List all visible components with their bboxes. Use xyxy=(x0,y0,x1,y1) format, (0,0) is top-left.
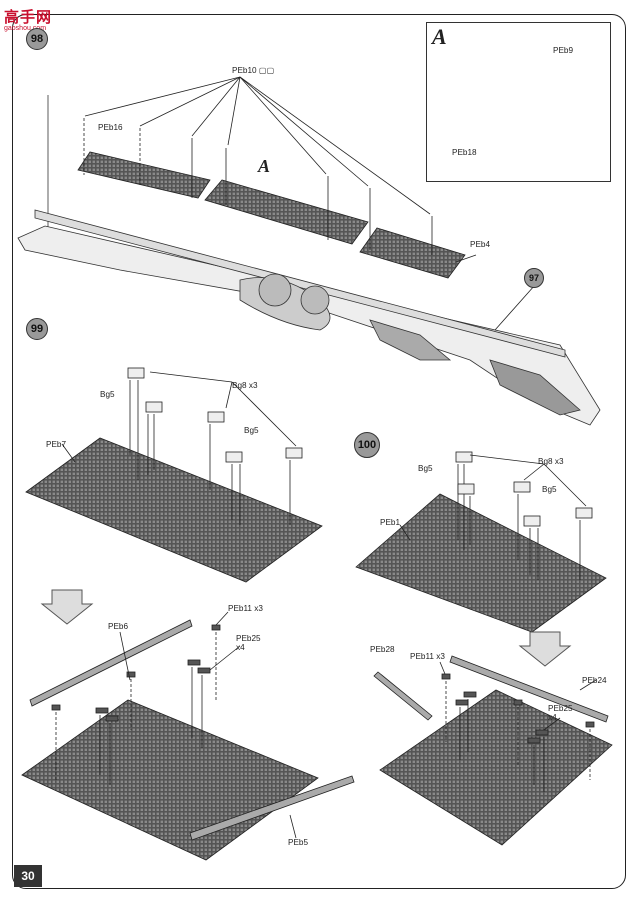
part-label-pe6: PEb6 xyxy=(108,622,129,631)
inset-letter-a: A xyxy=(432,24,447,49)
part-label-pe28: PEb28 xyxy=(370,645,395,654)
part-label-pe7: PEb7 xyxy=(46,440,67,449)
step-97-badge: 97 xyxy=(524,268,544,288)
part-label-pe1: PEb1 xyxy=(380,518,401,527)
mesh-panel-a xyxy=(204,179,369,245)
part-label-pe11-99: PEb11 x3 xyxy=(228,604,263,613)
part-label-bg5-100a: Bg5 xyxy=(418,464,433,473)
step99-base-plate xyxy=(25,437,323,583)
part-label-pe11-100: PEb11 x3 xyxy=(410,652,445,661)
part-label-pe5: PEb5 xyxy=(288,838,309,847)
mesh-panel-pe4 xyxy=(359,227,466,279)
part-label-pe18: PEb18 xyxy=(452,148,477,157)
down-arrow-right xyxy=(518,631,572,667)
part-label-bg5-99a: Bg5 xyxy=(100,390,115,399)
part-label-pe9: PEb9 xyxy=(553,46,574,55)
down-arrow-left xyxy=(40,589,94,625)
step100-bottom-parts xyxy=(373,655,609,792)
step100-bottom-plate xyxy=(379,689,613,846)
part-label-bg8-99: Bg8 x3 xyxy=(232,381,258,390)
part-label-pe10: PEb10 ▢▢ xyxy=(232,66,275,75)
inset-frame xyxy=(426,22,611,182)
detail-letter-a: A xyxy=(258,156,271,176)
part-label-pe4: PEb4 xyxy=(470,240,491,249)
page-frame xyxy=(12,14,626,889)
step100-base-plate xyxy=(355,493,607,633)
step100-brackets xyxy=(399,451,593,580)
step99-bottom-plate xyxy=(21,699,319,861)
step-100-badge: 100 xyxy=(354,432,380,458)
step99-bottom-parts xyxy=(29,611,355,841)
page-number: 30 xyxy=(14,865,42,887)
part-label-bg5-99b: Bg5 xyxy=(244,426,259,435)
chassis-assembly xyxy=(17,95,601,426)
step99-brackets xyxy=(61,367,303,525)
part-label-bg8-100: Bg8 x3 xyxy=(538,457,564,466)
part-label-pe24: PEb24 xyxy=(582,676,607,685)
step-98-badge: 98 xyxy=(26,28,48,50)
part-leader-lines xyxy=(83,76,536,331)
part-label-bg5-100b: Bg5 xyxy=(542,485,557,494)
part-label-pe16: PEb16 xyxy=(98,123,123,132)
mesh-panel-pe16 xyxy=(77,151,211,199)
step-99-badge: 99 xyxy=(26,318,48,340)
